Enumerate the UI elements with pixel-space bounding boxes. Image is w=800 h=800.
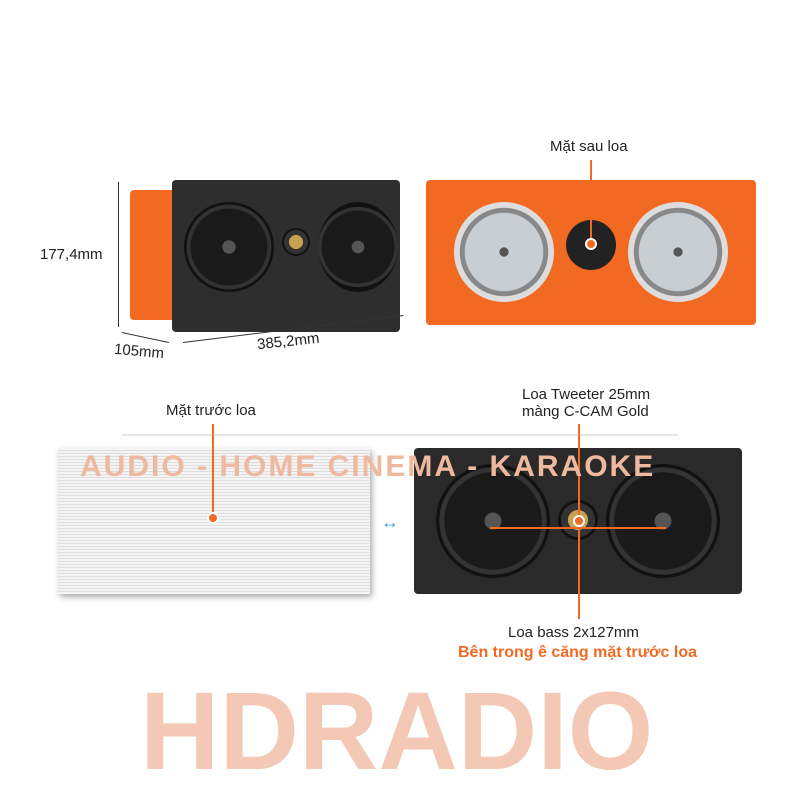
depth-label: 105mm: [113, 340, 165, 363]
back-marker: [585, 238, 597, 250]
front-grille-label: Mặt trước loa: [166, 402, 256, 419]
magnet: [454, 202, 554, 302]
woofer: [184, 202, 274, 292]
woofer: [318, 202, 398, 292]
tweeter-label-line2: màng C-CAM Gold: [522, 403, 649, 420]
swap-arrow-icon: ↔: [381, 512, 399, 532]
back-label: Mặt sau loa: [550, 138, 628, 155]
watermark-brand: HDRADIO: [140, 670, 654, 793]
speaker-grille: [58, 448, 370, 594]
bass-pointer-drop: [578, 527, 580, 619]
tweeter-pointer-line: [578, 424, 580, 520]
grille-pointer-line: [212, 424, 214, 514]
divider: [122, 434, 678, 436]
tweeter-marker: [573, 515, 585, 527]
bass-label: Loa bass 2x127mm: [508, 624, 639, 641]
grille-marker: [207, 512, 219, 524]
woofer: [606, 464, 720, 578]
note-label: Bên trong ê căng mặt trước loa: [458, 644, 697, 661]
height-label: 177,4mm: [40, 246, 103, 263]
speaker-front-angled: [172, 180, 400, 332]
back-pointer-line: [590, 160, 592, 242]
tweeter: [282, 228, 310, 256]
width-label: 385,2mm: [256, 329, 321, 354]
tweeter-label-line1: Loa Tweeter 25mm: [522, 386, 651, 403]
woofer: [436, 464, 550, 578]
height-arrow: [118, 182, 119, 327]
magnet: [628, 202, 728, 302]
watermark-tagline: AUDIO - HOME CINEMA - KARAOKE: [80, 450, 656, 483]
